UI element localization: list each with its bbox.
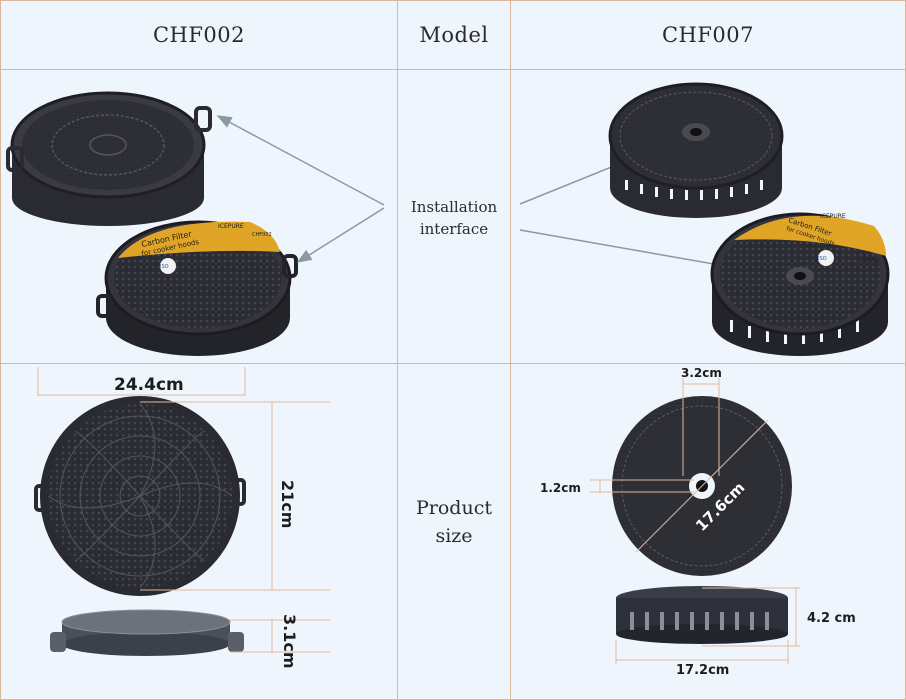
chf007-center-hole-label: 3.2cm: [681, 366, 722, 380]
chf002-filter-front: Carbon Filter for cooker hoods ICEPURE C…: [96, 220, 298, 356]
chf002-label-model: CHF002: [252, 232, 272, 238]
chf002-filter-back: [6, 91, 212, 226]
header-chf007: CHF007: [510, 0, 906, 70]
header-chf007-text: CHF007: [661, 23, 755, 47]
chf002-size-front: [34, 396, 246, 596]
chf002-height-label: 3.1cm: [280, 614, 299, 669]
header-model-text: Model: [419, 23, 489, 47]
header-chf002: CHF002: [0, 0, 398, 70]
chf007-filter-front: Carbon Filter for cooker hoods ICEPURE C…: [710, 212, 890, 356]
chf007-label-brand: ICEPURE: [820, 213, 846, 220]
header-chf002-text: CHF002: [152, 23, 246, 47]
chf007-height-label: 4.2 cm: [807, 611, 856, 626]
cell-model-size: [397, 363, 511, 700]
arrow-chf002-bottom: [296, 207, 385, 263]
cell-model-interface: [397, 69, 511, 364]
product-size-label: Product size: [416, 497, 492, 547]
chf002-iso-badge-icon: [160, 258, 176, 274]
chf007-label-model: CHF007: [860, 258, 880, 264]
chf002-iso-badge-text: ISO: [160, 264, 169, 270]
arrow-chf002-top: [216, 115, 385, 206]
chf007-small-hole-label: 1.2cm: [540, 481, 581, 495]
chf007-iso-badge-text: ISO: [818, 256, 827, 262]
chf002-dimension-lines: [37, 367, 330, 653]
chf002-width-label: 24.4cm: [114, 375, 184, 395]
chf002-diameter-label: 21cm: [278, 480, 297, 528]
chf007-filter-back: [608, 82, 784, 218]
chf007-dimension-lines: [590, 378, 800, 664]
chf007-iso-badge-icon: [818, 250, 834, 266]
chf007-width-label: 17.2cm: [676, 663, 729, 678]
chf002-label-brand: ICEPURE: [218, 223, 244, 230]
installation-interface-label: Installation interface: [410, 198, 498, 238]
chf007-size-side: [616, 586, 788, 644]
chf002-size-side: [50, 609, 244, 656]
